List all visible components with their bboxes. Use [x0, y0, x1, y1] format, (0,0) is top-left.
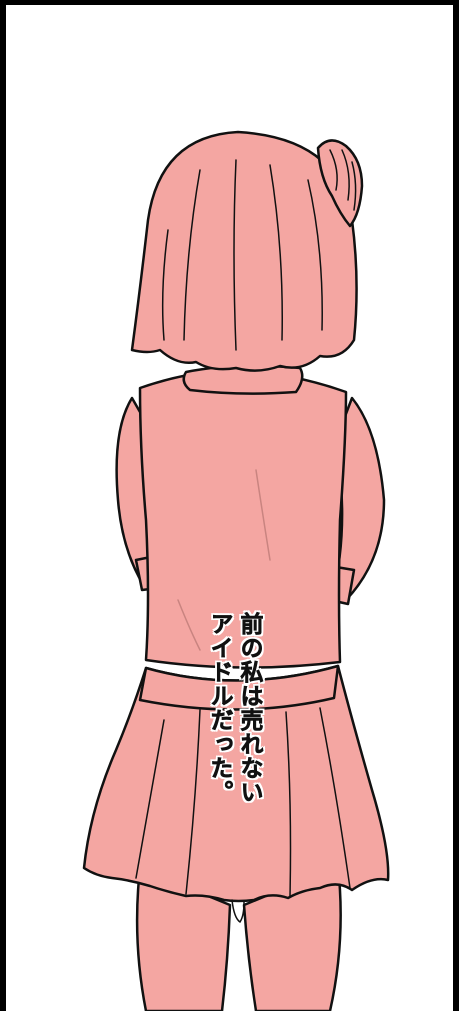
left-leg	[135, 866, 232, 1011]
caption-line-1: 前の私は売れない	[236, 612, 263, 805]
leg-gap	[231, 899, 245, 924]
hair	[130, 130, 358, 372]
hair-strand-2	[233, 159, 237, 351]
skirt-pleat-3	[285, 711, 292, 897]
hair-strand-5	[161, 229, 169, 341]
skirt-pleat-1	[135, 719, 165, 879]
hair-strand-4	[307, 179, 323, 331]
hair-strand-3	[269, 164, 283, 341]
skirt-pleat-4	[319, 707, 351, 889]
hair-strand-1	[183, 169, 201, 341]
jacket-fold-1	[255, 469, 271, 561]
hair-ornament	[316, 139, 364, 228]
skirt-waistband	[138, 664, 340, 711]
ornament-ruffle	[329, 149, 357, 211]
jacket-fold-2	[177, 599, 201, 651]
caption-line-2: アイドルだった。	[206, 612, 233, 805]
skirt	[82, 664, 390, 903]
skirt-pleat-2	[185, 709, 201, 895]
